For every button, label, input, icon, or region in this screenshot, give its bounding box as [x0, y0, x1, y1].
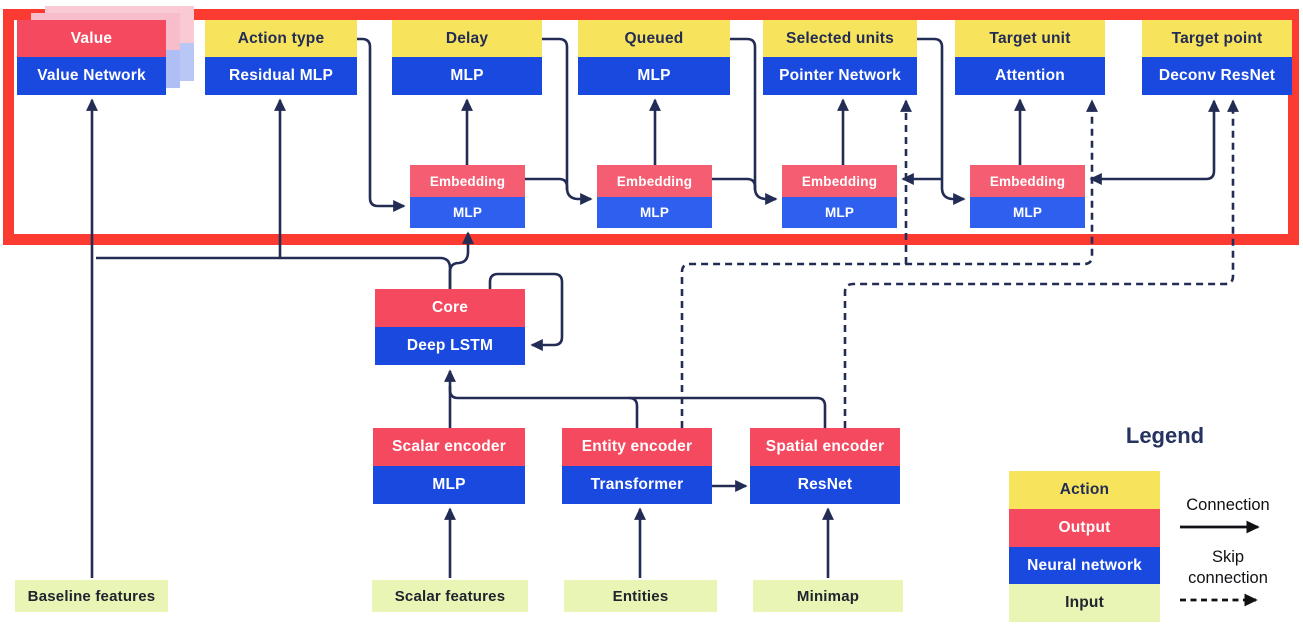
network-label: MLP	[578, 57, 730, 95]
action-label: Queued	[578, 20, 730, 57]
embedding-block-4: Embedding MLP	[970, 165, 1085, 228]
embedding-label: Embedding	[410, 165, 525, 197]
legend-arrows	[1180, 520, 1260, 607]
scalar-encoder-block: Scalar encoder MLP	[373, 428, 525, 504]
head-block-selected-units: Selected units Pointer Network	[763, 20, 917, 95]
embedding-label: Embedding	[782, 165, 897, 197]
embedding-label: Embedding	[597, 165, 712, 197]
legend-swatch-output: Output	[1009, 509, 1160, 547]
legend-swatch-neural-network: Neural network	[1009, 547, 1160, 585]
embedding-block-1: Embedding MLP	[410, 165, 525, 228]
legend-swatch-input: Input	[1009, 584, 1160, 622]
encoder-label: Spatial encoder	[750, 428, 900, 466]
embedding-network-label: MLP	[782, 197, 897, 228]
legend-skip-line2: connection	[1188, 569, 1268, 587]
encoder-network-label: MLP	[373, 466, 525, 504]
head-block-value: Value Value Network	[17, 20, 166, 95]
core-block: Core Deep LSTM	[375, 289, 525, 365]
legend-connection-label: Connection	[1186, 496, 1270, 514]
embedding-network-label: MLP	[597, 197, 712, 228]
embedding-block-3: Embedding MLP	[782, 165, 897, 228]
head-block-queued: Queued MLP	[578, 20, 730, 95]
highlight-frame	[3, 9, 1299, 245]
head-block-target-point: Target point Deconv ResNet	[1142, 20, 1292, 95]
input-scalar-features: Scalar features	[372, 580, 528, 612]
legend-skip-line1: Skip	[1211, 548, 1245, 566]
legend-title: Legend	[1125, 423, 1205, 448]
head-block-action-type: Action type Residual MLP	[205, 20, 357, 95]
embedding-network-label: MLP	[410, 197, 525, 228]
encoder-network-label: ResNet	[750, 466, 900, 504]
spatial-encoder-block: Spatial encoder ResNet	[750, 428, 900, 504]
legend-skip-connection-label: Skip connection	[1168, 547, 1288, 589]
output-label: Value	[17, 20, 166, 57]
core-network-label: Deep LSTM	[375, 327, 525, 365]
network-label: MLP	[392, 57, 542, 95]
embedding-network-label: MLP	[970, 197, 1085, 228]
encoder-network-label: Transformer	[562, 466, 712, 504]
head-block-target-unit: Target unit Attention	[955, 20, 1105, 95]
network-label: Deconv ResNet	[1142, 57, 1292, 95]
action-label: Selected units	[763, 20, 917, 57]
input-entities: Entities	[564, 580, 717, 612]
head-block-delay: Delay MLP	[392, 20, 542, 95]
network-label: Pointer Network	[763, 57, 917, 95]
core-label: Core	[375, 289, 525, 327]
action-label: Target unit	[955, 20, 1105, 57]
input-baseline-features: Baseline features	[15, 580, 168, 612]
encoder-label: Scalar encoder	[373, 428, 525, 466]
network-label: Value Network	[17, 57, 166, 95]
action-label: Action type	[205, 20, 357, 57]
entity-encoder-block: Entity encoder Transformer	[562, 428, 712, 504]
network-label: Attention	[955, 57, 1105, 95]
input-minimap: Minimap	[753, 580, 903, 612]
embedding-label: Embedding	[970, 165, 1085, 197]
action-label: Target point	[1142, 20, 1292, 57]
network-label: Residual MLP	[205, 57, 357, 95]
action-label: Delay	[392, 20, 542, 57]
encoder-label: Entity encoder	[562, 428, 712, 466]
legend-swatch-action: Action	[1009, 471, 1160, 509]
embedding-block-2: Embedding MLP	[597, 165, 712, 228]
